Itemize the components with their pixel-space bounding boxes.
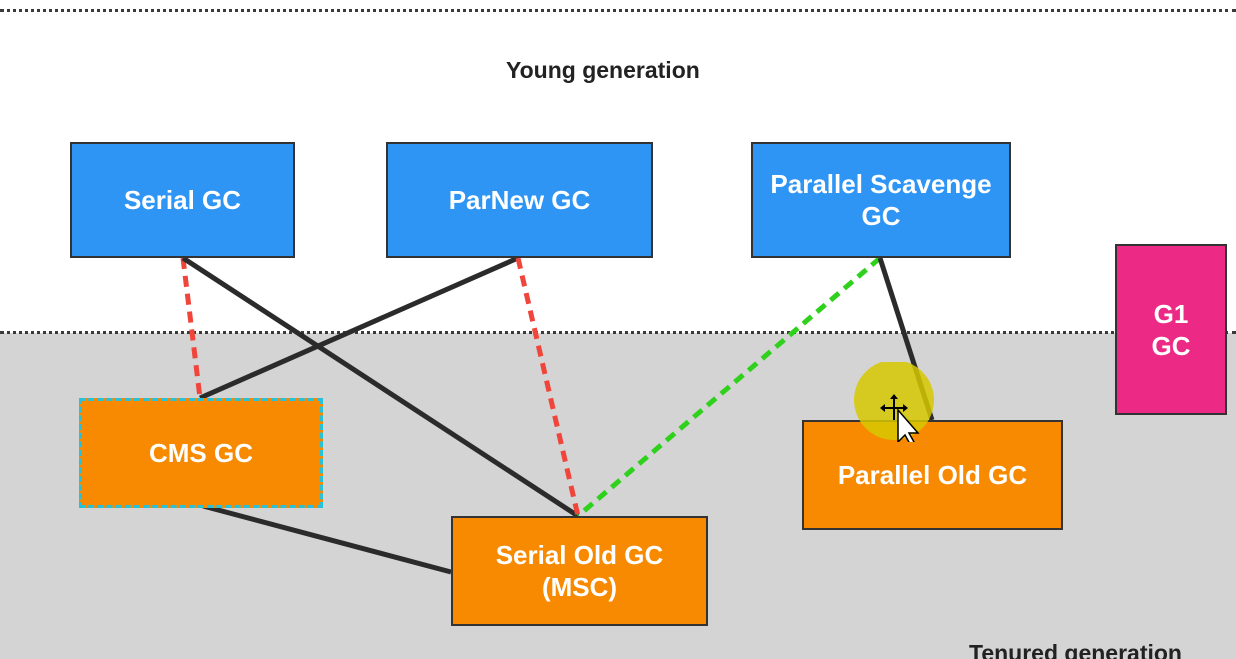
link-parnew-cms [198, 255, 520, 401]
parallel-scavenge-gc-box: Parallel Scavenge GC [751, 142, 1011, 258]
link-serial-cms [180, 257, 203, 399]
link-cms-serial-old [202, 503, 452, 575]
cms-gc-box: CMS GC [79, 398, 323, 508]
link-serial-serial-old [181, 255, 580, 519]
link-parallel-scavenge-serial-old [576, 256, 882, 518]
cms-gc-label: CMS GC [149, 438, 253, 468]
top-dotted-border [0, 9, 1236, 12]
parnew-gc-box: ParNew GC [386, 142, 653, 258]
tenured-generation-label: Tenured generation [969, 640, 1182, 659]
serial-old-label-line2: (MSC) [541, 572, 618, 602]
g1-gc-box: G1 GC [1115, 244, 1227, 415]
parallel-old-gc-box: Parallel Old GC [802, 420, 1063, 530]
link-parnew-serial-old [515, 257, 581, 517]
generation-divider [0, 331, 1236, 334]
parallel-scavenge-label-line2: GC [861, 201, 901, 231]
serial-gc-label: Serial GC [123, 185, 242, 215]
parnew-gc-label: ParNew GC [448, 185, 591, 215]
young-generation-label: Young generation [506, 57, 700, 83]
serial-old-label-line1: Serial Old GC [495, 540, 664, 570]
serial-old-gc-box: Serial Old GC (MSC) [451, 516, 708, 626]
g1-label-line1: G1 [1153, 298, 1189, 329]
move-cursor-icon [854, 362, 934, 442]
parallel-old-label: Parallel Old GC [837, 460, 1028, 490]
parallel-scavenge-label-line1: Parallel Scavenge [770, 169, 992, 199]
g1-label-line2: GC [1151, 330, 1191, 361]
serial-gc-box: Serial GC [70, 142, 295, 258]
